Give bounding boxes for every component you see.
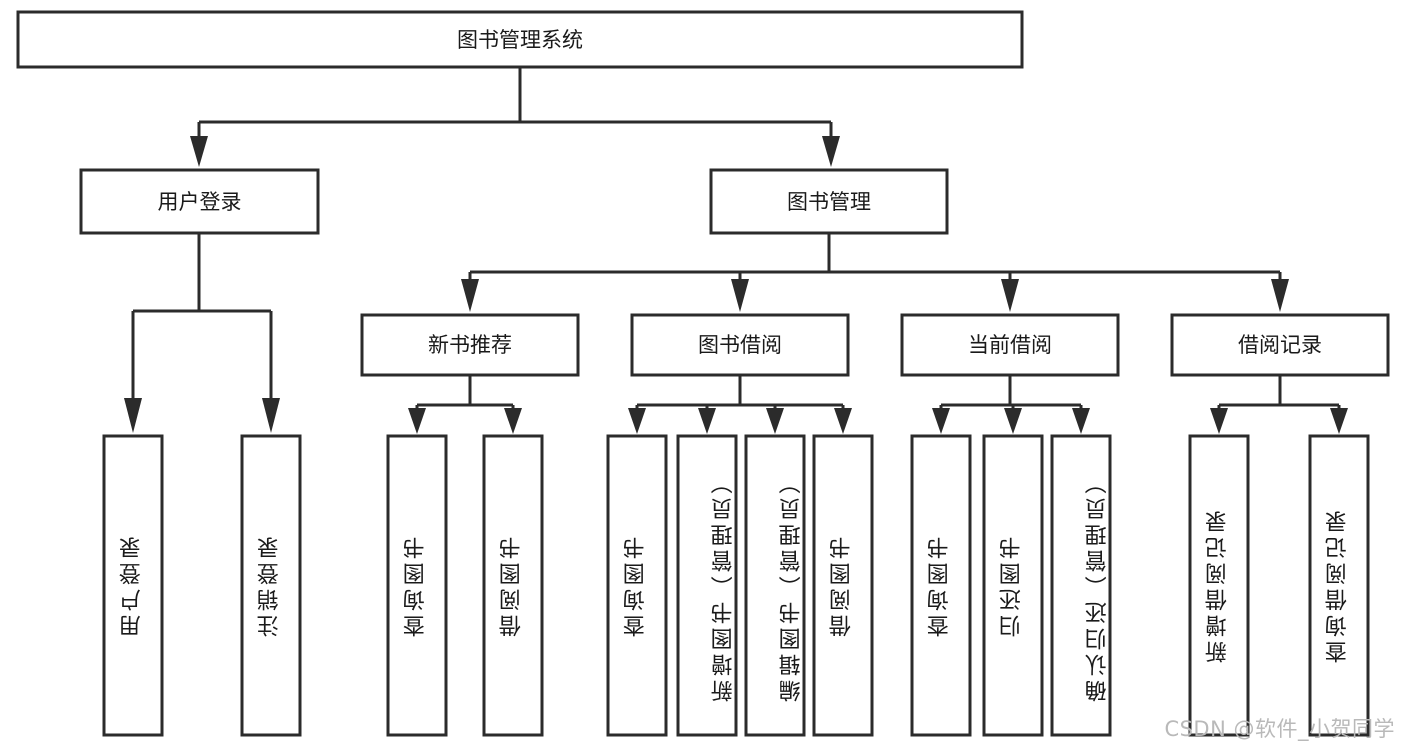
connector-currentborrow-to-leaves bbox=[932, 375, 1090, 434]
level2-label: 新书推荐 bbox=[428, 333, 512, 357]
arrow-head-icon bbox=[1210, 408, 1228, 434]
connector-bookborrow-to-leaves bbox=[628, 375, 852, 434]
level1-box bbox=[79, 168, 320, 235]
arrow-head-icon bbox=[461, 279, 479, 312]
leaf-box-query-book-borrow[interactable] bbox=[606, 434, 668, 737]
arrow-head-icon bbox=[628, 408, 646, 434]
level2-label: 当前借阅 bbox=[968, 333, 1052, 357]
node-book-management[interactable]: 图书管理 bbox=[709, 168, 949, 235]
leaf-box-query-borrow-record[interactable] bbox=[1308, 434, 1370, 737]
node-root[interactable]: 图书管理系统 bbox=[16, 10, 1024, 69]
leaf-box-user-login[interactable] bbox=[102, 434, 164, 737]
arrow-head-icon bbox=[124, 398, 142, 433]
arrow-head-icon bbox=[504, 408, 522, 434]
leaf-box-confirm-return-admin[interactable] bbox=[1050, 434, 1112, 737]
node-current-borrow[interactable]: 当前借阅 bbox=[900, 313, 1120, 377]
arrow-head-icon bbox=[1271, 279, 1289, 312]
arrow-head-icon bbox=[1330, 408, 1348, 434]
leaf-box-borrow-book[interactable] bbox=[812, 434, 874, 737]
arrow-head-icon bbox=[1004, 408, 1022, 434]
connector-userlogin-to-leaves bbox=[124, 233, 280, 433]
arrow-head-icon bbox=[1001, 279, 1019, 312]
root-box bbox=[16, 10, 1024, 69]
arrow-head-icon bbox=[731, 279, 749, 312]
connector-bookmgmt-to-level2 bbox=[461, 233, 1289, 312]
arrow-head-icon bbox=[766, 408, 784, 434]
leaf-box-edit-book-admin[interactable] bbox=[744, 434, 806, 737]
arrow-head-icon bbox=[932, 408, 950, 434]
leaf-boxes bbox=[102, 434, 1370, 737]
arrow-head-icon bbox=[262, 398, 280, 433]
leaf-box-add-borrow-record[interactable] bbox=[1188, 434, 1250, 737]
level2-label: 图书借阅 bbox=[698, 333, 782, 357]
node-user-login[interactable]: 用户登录 bbox=[79, 168, 320, 235]
leaf-box-borrow-book-new[interactable] bbox=[482, 434, 544, 737]
arrow-head-icon bbox=[1072, 408, 1090, 434]
connector-borrowrecord-to-leaves bbox=[1210, 375, 1348, 434]
level2-box bbox=[360, 313, 580, 377]
arrow-head-icon bbox=[834, 408, 852, 434]
leaf-box-logout[interactable] bbox=[240, 434, 302, 737]
arrow-head-icon bbox=[822, 136, 840, 167]
level1-label: 用户登录 bbox=[158, 190, 242, 214]
leaf-box-return-book[interactable] bbox=[982, 434, 1044, 737]
arrow-head-icon bbox=[408, 408, 426, 434]
level1-label: 图书管理 bbox=[787, 190, 871, 214]
leaf-box-query-book-new[interactable] bbox=[386, 434, 448, 737]
leaf-box-add-book-admin[interactable] bbox=[676, 434, 738, 737]
arrow-head-icon bbox=[190, 136, 208, 167]
leaf-box-query-book-current[interactable] bbox=[910, 434, 972, 737]
arrow-head-icon bbox=[698, 408, 716, 434]
connector-root-to-level1 bbox=[190, 67, 840, 167]
level2-box bbox=[900, 313, 1120, 377]
connector-newbook-to-leaves bbox=[408, 375, 522, 434]
node-book-borrow[interactable]: 图书借阅 bbox=[630, 313, 850, 377]
node-borrow-record[interactable]: 借阅记录 bbox=[1170, 313, 1390, 377]
watermark-text: CSDN @软件_小贺同学 bbox=[1164, 717, 1395, 741]
node-new-book-recommend[interactable]: 新书推荐 bbox=[360, 313, 580, 377]
root-label: 图书管理系统 bbox=[457, 28, 583, 52]
level2-label: 借阅记录 bbox=[1238, 333, 1322, 357]
